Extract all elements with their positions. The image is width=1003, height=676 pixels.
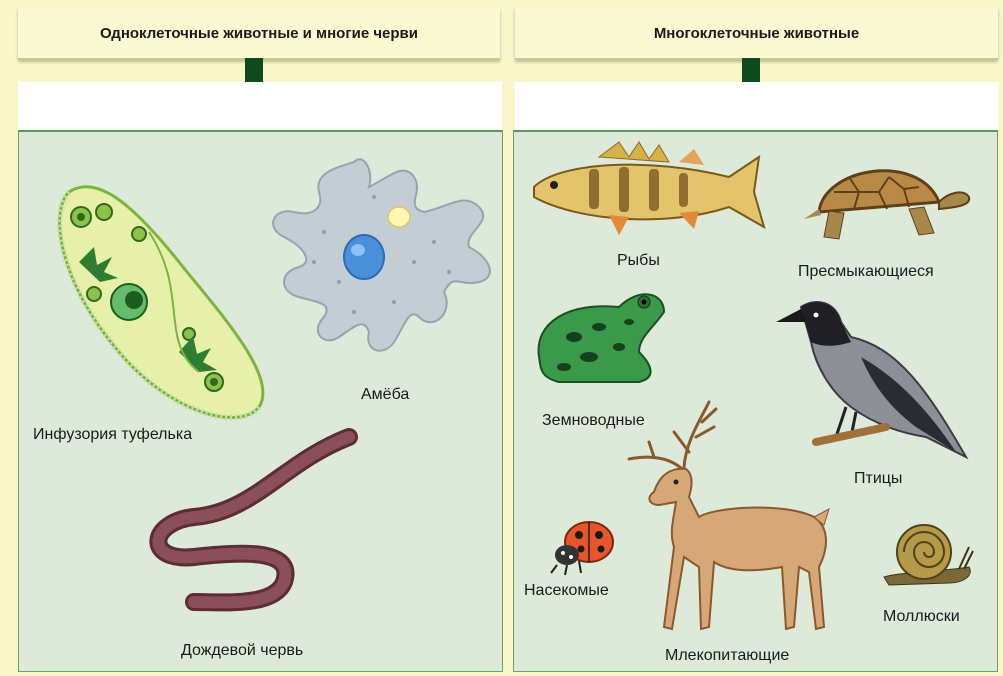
frog-image [529, 282, 679, 392]
earthworm-label: Дождевой червь [181, 642, 303, 660]
left-connector [245, 58, 263, 82]
amoeba-image [264, 152, 499, 367]
right-panel: Рыбы Пресмыкающиеся Земноводные Птицы На… [513, 130, 998, 672]
left-answer-box[interactable] [18, 82, 502, 130]
insects-label: Насекомые [524, 582, 609, 600]
left-column-title: Одноклеточные животные и многие черви [100, 25, 418, 42]
right-connector [742, 58, 760, 82]
mollusks-label: Моллюски [883, 608, 960, 626]
turtle-image [799, 147, 974, 252]
fish-image [529, 137, 769, 247]
fish-label: Рыбы [617, 252, 660, 270]
snail-image [879, 517, 974, 597]
paramecium-label: Инфузория туфелька [33, 426, 192, 444]
right-column-title: Многоклеточные животные [654, 25, 859, 42]
right-answer-box[interactable] [515, 82, 999, 130]
mammals-label: Млекопитающие [665, 647, 789, 665]
left-panel: Инфузория туфелька Амёба Дождевой червь [18, 130, 503, 672]
birds-label: Птицы [854, 470, 902, 488]
right-column-header: Многоклеточные животные [515, 8, 998, 60]
paramecium-image [39, 172, 269, 432]
left-column-header: Одноклеточные животные и многие черви [18, 8, 500, 60]
reptiles-label: Пресмыкающиеся [798, 263, 934, 281]
deer-image [614, 397, 859, 642]
ladybug-image [549, 517, 619, 577]
amphibians-label: Земноводные [542, 412, 645, 430]
earthworm-image [134, 422, 364, 622]
amoeba-label: Амёба [361, 386, 409, 404]
